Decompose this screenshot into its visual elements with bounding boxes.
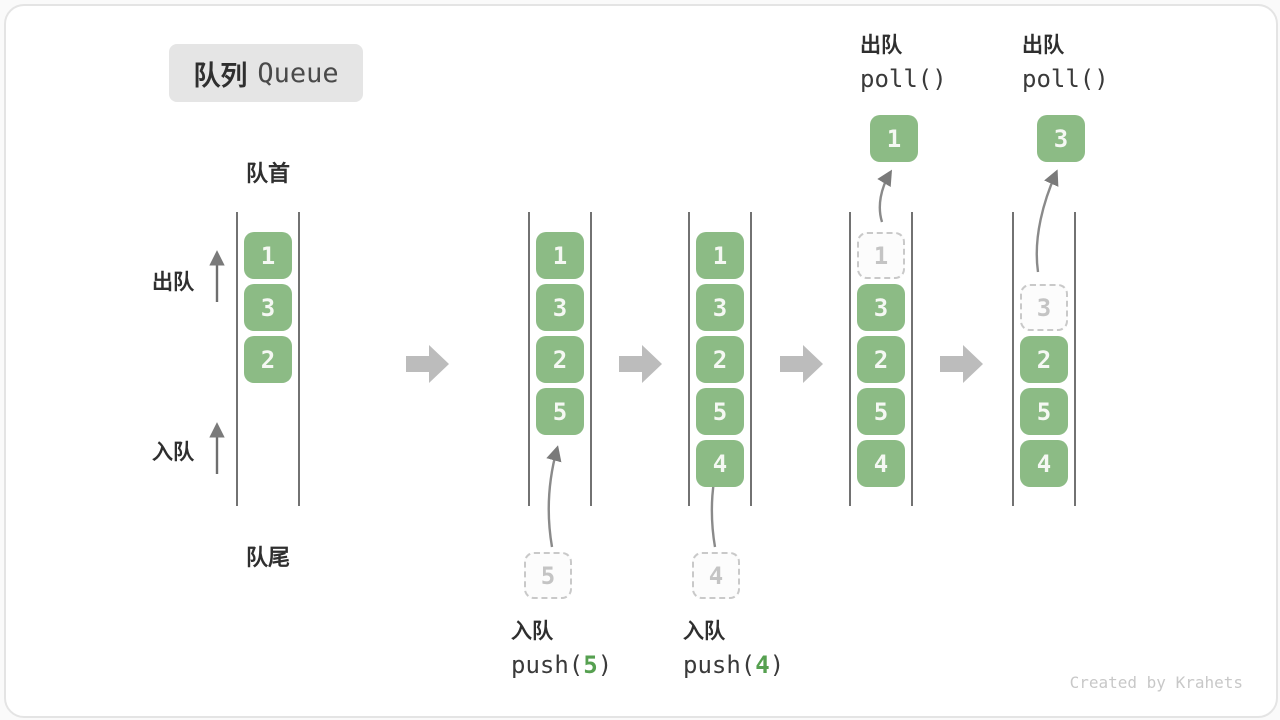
polled-cell: 1 (870, 115, 918, 162)
title-en: Queue (257, 57, 339, 89)
queue-cell: 2 (536, 336, 584, 383)
watermark: Created by Krahets (1069, 673, 1243, 692)
title-badge: 队列 Queue (169, 44, 363, 102)
queue-cell: 1 (244, 232, 292, 279)
push-code: push(5) (511, 652, 612, 678)
queue-cell: 2 (696, 336, 744, 383)
push-code: push(4) (683, 652, 784, 678)
queue-cell: 3 (696, 284, 744, 331)
code-post: ) (597, 651, 613, 680)
removed-cell: 3 (1020, 284, 1068, 331)
queue-cell: 4 (857, 440, 905, 487)
code-pre: push( (511, 651, 584, 680)
poll-code: poll() (1022, 65, 1109, 94)
queue-cell: 5 (536, 388, 584, 435)
queue-cell: 4 (696, 440, 744, 487)
code-post: ) (769, 651, 785, 680)
queue-front-label: 队首 (245, 161, 290, 186)
poll-operation-label: 出队 poll() (860, 34, 947, 92)
removed-cell: 1 (857, 232, 905, 279)
queue-cell: 3 (244, 284, 292, 331)
queue-cell: 2 (857, 336, 905, 383)
queue-cell: 3 (857, 284, 905, 331)
push-operation-label: 入队 push(4) (683, 620, 784, 678)
queue-rear-label: 队尾 (245, 545, 290, 570)
poll-operation-label: 出队 poll() (1022, 34, 1109, 92)
dequeue-op-label: 出队 (1022, 34, 1064, 57)
queue-cell: 1 (536, 232, 584, 279)
code-pre: push( (683, 651, 756, 680)
queue-cell: 2 (1020, 336, 1068, 383)
dequeue-op-label: 出队 (860, 34, 902, 57)
queue-cell: 5 (857, 388, 905, 435)
dequeue-side-label: 出队 (152, 271, 194, 294)
enqueue-side-label: 入队 (152, 441, 194, 464)
title-zh: 队列 (193, 60, 248, 91)
polled-cell: 3 (1037, 115, 1085, 162)
queue-cell: 1 (696, 232, 744, 279)
code-arg: 5 (583, 651, 598, 680)
diagram-card (4, 4, 1278, 718)
code-arg: 4 (755, 651, 770, 680)
queue-cell: 2 (244, 336, 292, 383)
enqueue-op-label: 入队 (511, 620, 553, 643)
queue-cell: 4 (1020, 440, 1068, 487)
push-operation-label: 入队 push(5) (511, 620, 612, 678)
enqueue-op-label: 入队 (683, 620, 725, 643)
queue-cell: 3 (536, 284, 584, 331)
poll-code: poll() (860, 65, 947, 94)
incoming-cell: 5 (524, 552, 572, 599)
incoming-cell: 4 (692, 552, 740, 599)
queue-cell: 5 (696, 388, 744, 435)
queue-cell: 5 (1020, 388, 1068, 435)
